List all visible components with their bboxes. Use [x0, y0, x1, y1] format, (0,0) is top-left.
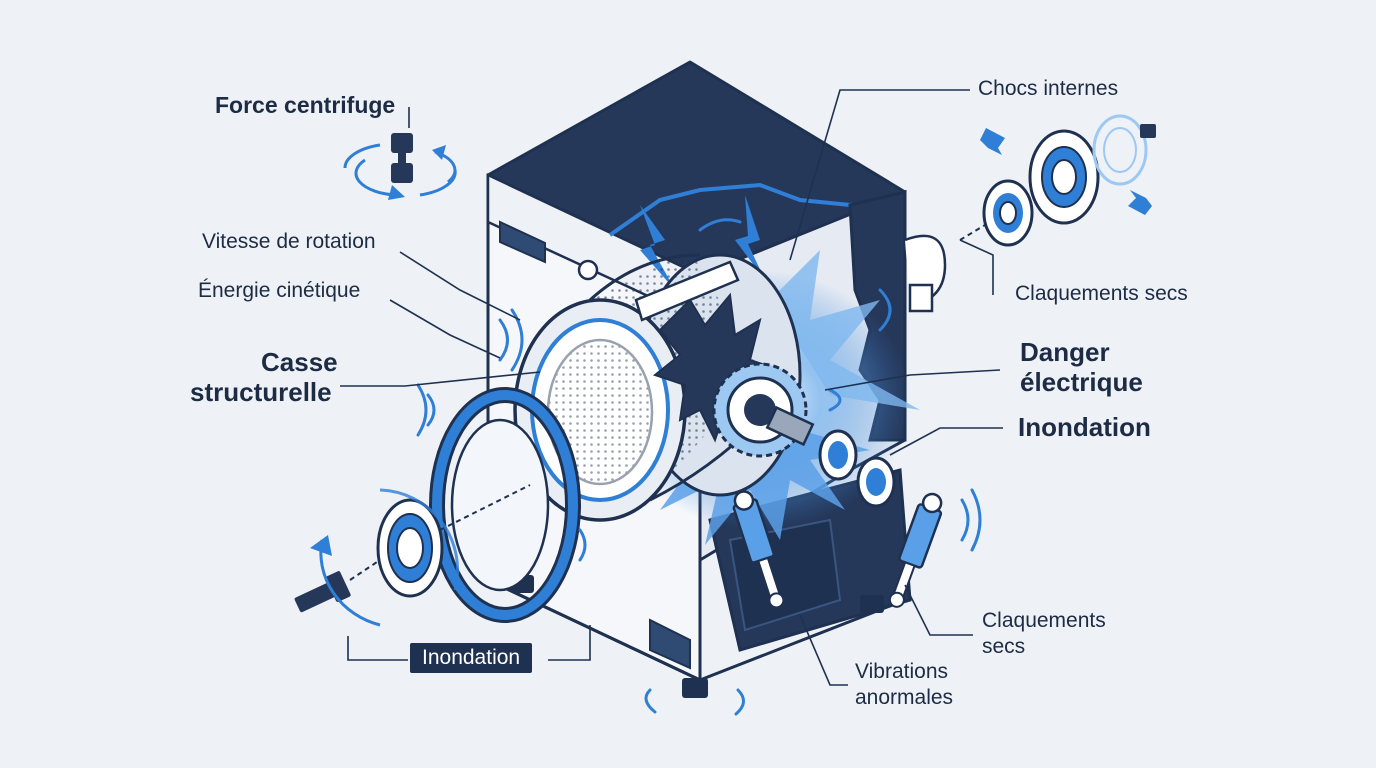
- label-claquements-secs-bottom-line1: Claquements: [982, 609, 1106, 632]
- right-bearings-exploded: [904, 114, 1156, 313]
- label-casse-structurelle-line1: Casse: [261, 347, 338, 377]
- label-chocs-internes: Chocs internes: [978, 77, 1119, 100]
- label-inondation-right: Inondation: [1018, 412, 1151, 442]
- label-vibrations-anormales-line2: anormales: [855, 686, 954, 709]
- label-force-centrifuge: Force centrifuge: [215, 92, 396, 118]
- label-vitesse-rotation: Vitesse de rotation: [202, 230, 376, 253]
- left-bearing-bolt: [294, 484, 531, 627]
- leader-lines: [340, 89, 1003, 686]
- label-casse-structurelle-line2: structurelle: [190, 377, 332, 407]
- shaft-assembly: [712, 362, 896, 508]
- door-gasket: [429, 387, 581, 623]
- label-danger-electrique-line2: électrique: [1020, 367, 1143, 397]
- label-vibrations-anormales-line1: Vibrations: [855, 660, 949, 683]
- shock-absorbers: [732, 490, 943, 609]
- label-claquements-secs-top: Claquements secs: [1015, 282, 1188, 305]
- label-energie-cinetique: Énergie cinétique: [198, 279, 361, 302]
- centrifuge-dumbbell-icon: [343, 133, 457, 200]
- label-claquements-secs-bottom-line2: secs: [982, 635, 1026, 658]
- vibration-marks: [416, 218, 982, 716]
- label-inondation-bottom: Inondation: [410, 643, 533, 674]
- label-danger-electrique-line1: Danger: [1020, 337, 1110, 367]
